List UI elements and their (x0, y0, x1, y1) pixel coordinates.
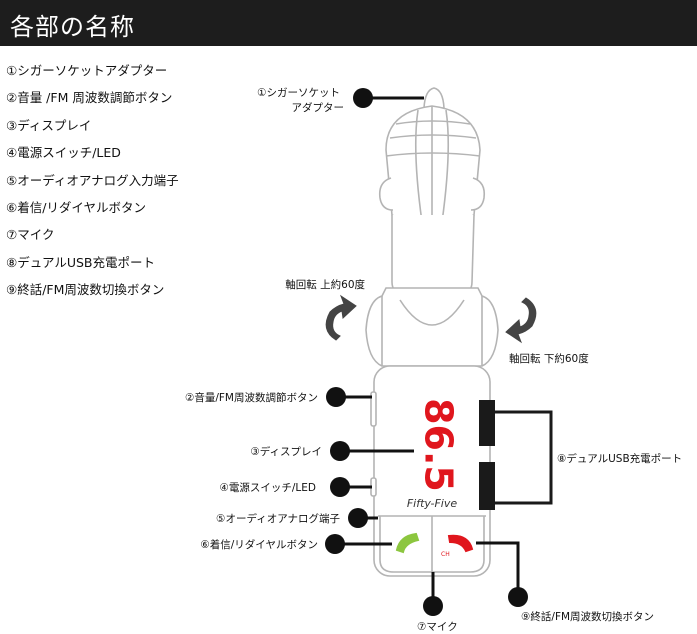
brand-logo: Fifty-Five (407, 497, 458, 510)
phone-red-icon (447, 534, 474, 553)
list-item: ⑧デュアルUSB充電ポート (6, 254, 155, 270)
main-body (370, 365, 491, 577)
list-item: ⑨終話/FM周波数切換ボタン (6, 282, 165, 298)
callout-audio-in: ⑤オーディオアナログ端子 (216, 512, 340, 525)
callout-rotate-up: 軸回転 上約60度 (285, 278, 365, 291)
callout-power: ④電源スイッチ/LED (219, 481, 316, 494)
callout-usb: ⑧デュアルUSB充電ポート (557, 452, 682, 465)
list-item: ⑦マイク (6, 227, 55, 243)
hinge-joint (365, 287, 499, 367)
list-item: ④電源スイッチ/LED (6, 145, 121, 161)
callout-dots (325, 88, 528, 616)
usb-bracket (495, 410, 553, 505)
list-item: ⑥着信/リダイヤルボタン (6, 200, 147, 216)
callout-call: ⑥着信/リダイヤルボタン (200, 538, 318, 551)
callout-mic: ⑦マイク (417, 621, 458, 633)
header-bar: 各部の名称 (0, 0, 697, 46)
list-item: ①シガーソケットアダプター (6, 63, 168, 78)
list-item: ⑤オーディオアナログ入力端子 (6, 172, 179, 188)
callout-cigar-line2: アダプター (292, 101, 345, 114)
callout-volume: ②音量/FM周波数調節ボタン (185, 391, 318, 404)
callout-cigar-line1: ①シガーソケット (257, 87, 340, 99)
callout-display: ③ディスプレイ (250, 445, 322, 458)
end-call-button[interactable]: CH (441, 534, 474, 558)
ch-label: CH (441, 551, 450, 558)
list-item: ③ディスプレイ (6, 117, 92, 133)
rotate-up-arrow-icon (325, 294, 357, 341)
cigar-adapter (378, 87, 486, 297)
list-item: ②音量 /FM 周波数調節ボタン (6, 90, 173, 106)
parts-list: ①シガーソケットアダプター ②音量 /FM 周波数調節ボタン ③ディスプレイ ④… (6, 57, 179, 304)
usb-ports (479, 400, 495, 510)
rotate-down-arrow-icon (505, 297, 537, 344)
callout-end-call: ⑨終話/FM周波数切換ボタン (521, 610, 654, 623)
callout-rotate-down: 軸回転 下約60度 (509, 352, 589, 365)
display-readout: 86.5 (417, 398, 461, 492)
page-title: 各部の名称 (10, 13, 135, 41)
display-value: 86.5 (417, 398, 461, 492)
phone-green-icon (395, 532, 420, 554)
usb-port (479, 462, 495, 510)
call-button[interactable] (395, 532, 420, 554)
usb-port (479, 400, 495, 446)
